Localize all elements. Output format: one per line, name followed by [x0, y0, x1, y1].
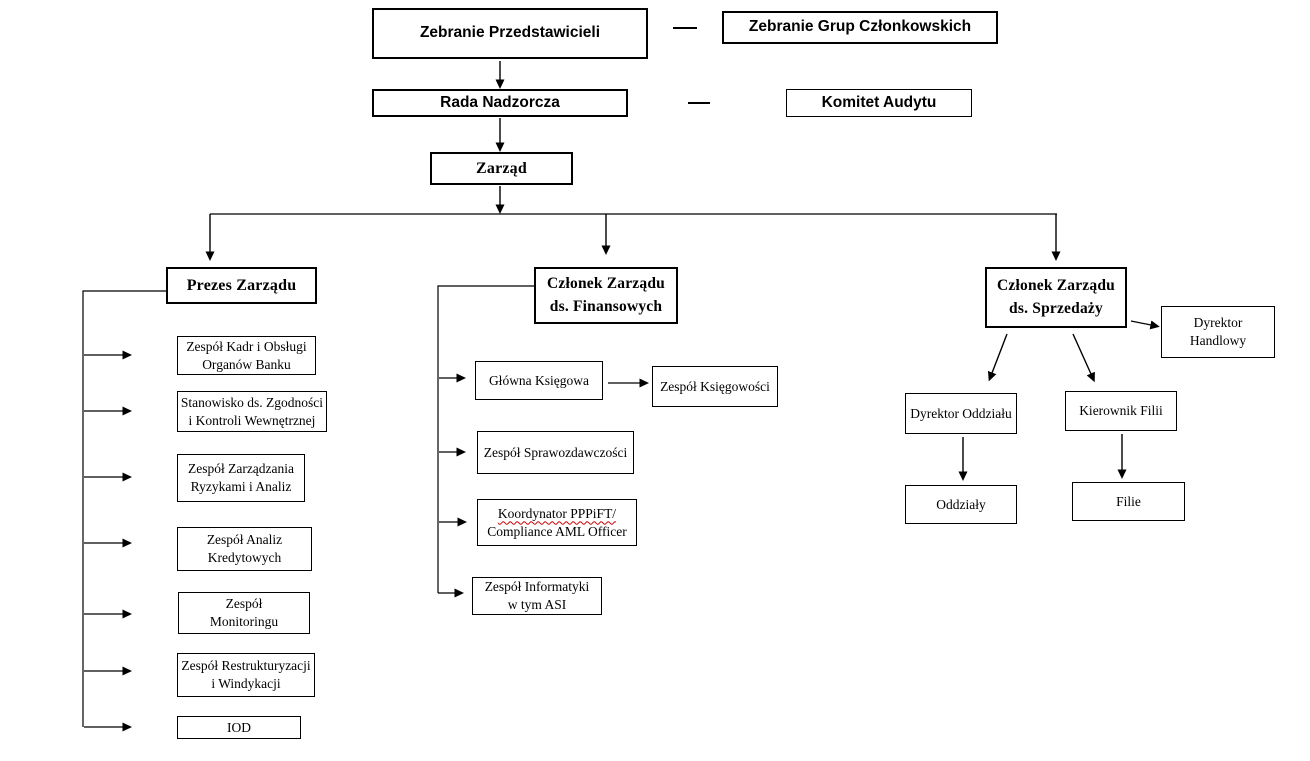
node-label: Organów Banku	[202, 356, 291, 372]
node-label: Zebranie Przedstawicieli	[419, 24, 601, 42]
node-label: Zespół Sprawozdawczości	[483, 444, 628, 460]
node-label: i Kontroli Wewnętrznej	[188, 412, 316, 428]
node-label: i Windykacji	[211, 676, 281, 691]
node-label: w tym ASI	[507, 597, 567, 612]
arrow-sprzedazy-oddzialu	[987, 333, 1008, 382]
node-zespol-monitoringu: Zespół Monitoringu	[178, 592, 310, 634]
node-label: IOD	[227, 719, 251, 735]
node-zebranie-grup-czlonkowskich: Zebranie Grup Członkowskich	[722, 11, 998, 44]
node-czlonek-zarzadu-finansowych: Członek Zarządu ds. Finansowych	[534, 267, 678, 324]
node-label: Zespół Informatyki	[484, 579, 590, 595]
node-zespol-ryzyk: Zespół Zarządzania Ryzykami i Analiz	[177, 454, 305, 502]
node-label: Koordynator PPPiFT/	[497, 505, 617, 521]
node-label: Zespół	[225, 596, 263, 612]
node-label: Kierownik Filii	[1079, 403, 1163, 419]
node-zebranie-przedstawicieli: Zebranie Przedstawicieli	[372, 8, 648, 59]
node-dyrektor-handlowy: Dyrektor Handlowy	[1161, 306, 1275, 358]
node-label: Kredytowych	[207, 550, 282, 565]
node-label: Zespół Analiz	[206, 532, 283, 548]
node-label: Prezes Zarządu	[186, 276, 297, 294]
node-label: Główna Księgowa	[488, 372, 590, 388]
node-filie: Filie	[1072, 482, 1185, 521]
node-label: Handlowy	[1189, 333, 1247, 348]
node-rada-nadzorcza: Rada Nadzorcza	[372, 89, 628, 117]
node-label: Filie	[1116, 493, 1141, 509]
node-prezes-zarzadu: Prezes Zarządu	[166, 267, 317, 304]
node-label: Dyrektor Oddziału	[910, 405, 1012, 421]
node-stanowisko-zgodnosci: Stanowisko ds. Zgodności i Kontroli Wewn…	[177, 391, 327, 432]
node-label: ds. Finansowych	[549, 297, 663, 315]
node-zarzad: Zarząd	[430, 152, 573, 185]
node-czlonek-zarzadu-sprzedazy: Członek Zarządu ds. Sprzedaży	[985, 267, 1127, 328]
node-zespol-analiz-kredytowych: Zespół Analiz Kredytowych	[177, 527, 312, 571]
node-zespol-informatyki: Zespół Informatyki w tym ASI	[472, 577, 602, 615]
node-zespol-sprawozdawczosci: Zespół Sprawozdawczości	[477, 431, 634, 474]
node-dyrektor-oddzialu: Dyrektor Oddziału	[905, 393, 1017, 434]
node-label: Zarząd	[476, 159, 527, 177]
node-zespol-ksiegowosci: Zespół Księgowości	[652, 366, 778, 407]
node-label: Monitoringu	[209, 614, 279, 629]
node-iod: IOD	[177, 716, 301, 739]
node-label: Członek Zarządu	[547, 275, 665, 293]
node-label: Compliance AML Officer	[487, 523, 627, 539]
node-label: Zespół Zarządzania	[187, 461, 295, 477]
node-label: Zespół Księgowości	[660, 378, 770, 394]
arrow-sprzedazy-handlowy	[1130, 320, 1160, 330]
node-label: Zespół Restrukturyzacji	[181, 658, 311, 674]
node-zespol-restrukturyzacji: Zespół Restrukturyzacji i Windykacji	[177, 653, 315, 697]
node-zespol-kadr: Zespół Kadr i Obsługi Organów Banku	[177, 336, 316, 375]
node-komitet-audytu: Komitet Audytu	[786, 89, 972, 117]
node-label: Zebranie Grup Członkowskich	[748, 18, 972, 36]
node-koordynator-pppift: Koordynator PPPiFT/ Compliance AML Offic…	[477, 499, 637, 546]
node-label: Ryzykami i Analiz	[190, 479, 292, 494]
node-oddzialy: Oddziały	[905, 485, 1017, 524]
spine-prezes	[82, 290, 166, 727]
node-glowna-ksiegowa: Główna Księgowa	[475, 361, 603, 400]
node-kierownik-filii: Kierownik Filii	[1065, 391, 1177, 431]
node-label: Komitet Audytu	[821, 93, 937, 111]
node-label: Oddziały	[936, 496, 986, 512]
node-label: ds. Sprzedaży	[1009, 299, 1103, 317]
node-label: Dyrektor	[1193, 315, 1243, 331]
node-label: Rada Nadzorcza	[440, 93, 560, 111]
node-label: Zespół Kadr i Obsługi	[186, 338, 307, 354]
arrow-sprzedazy-filii	[1072, 333, 1095, 383]
node-label: Stanowisko ds. Zgodności	[180, 394, 324, 410]
node-label: Członek Zarządu	[997, 277, 1115, 295]
